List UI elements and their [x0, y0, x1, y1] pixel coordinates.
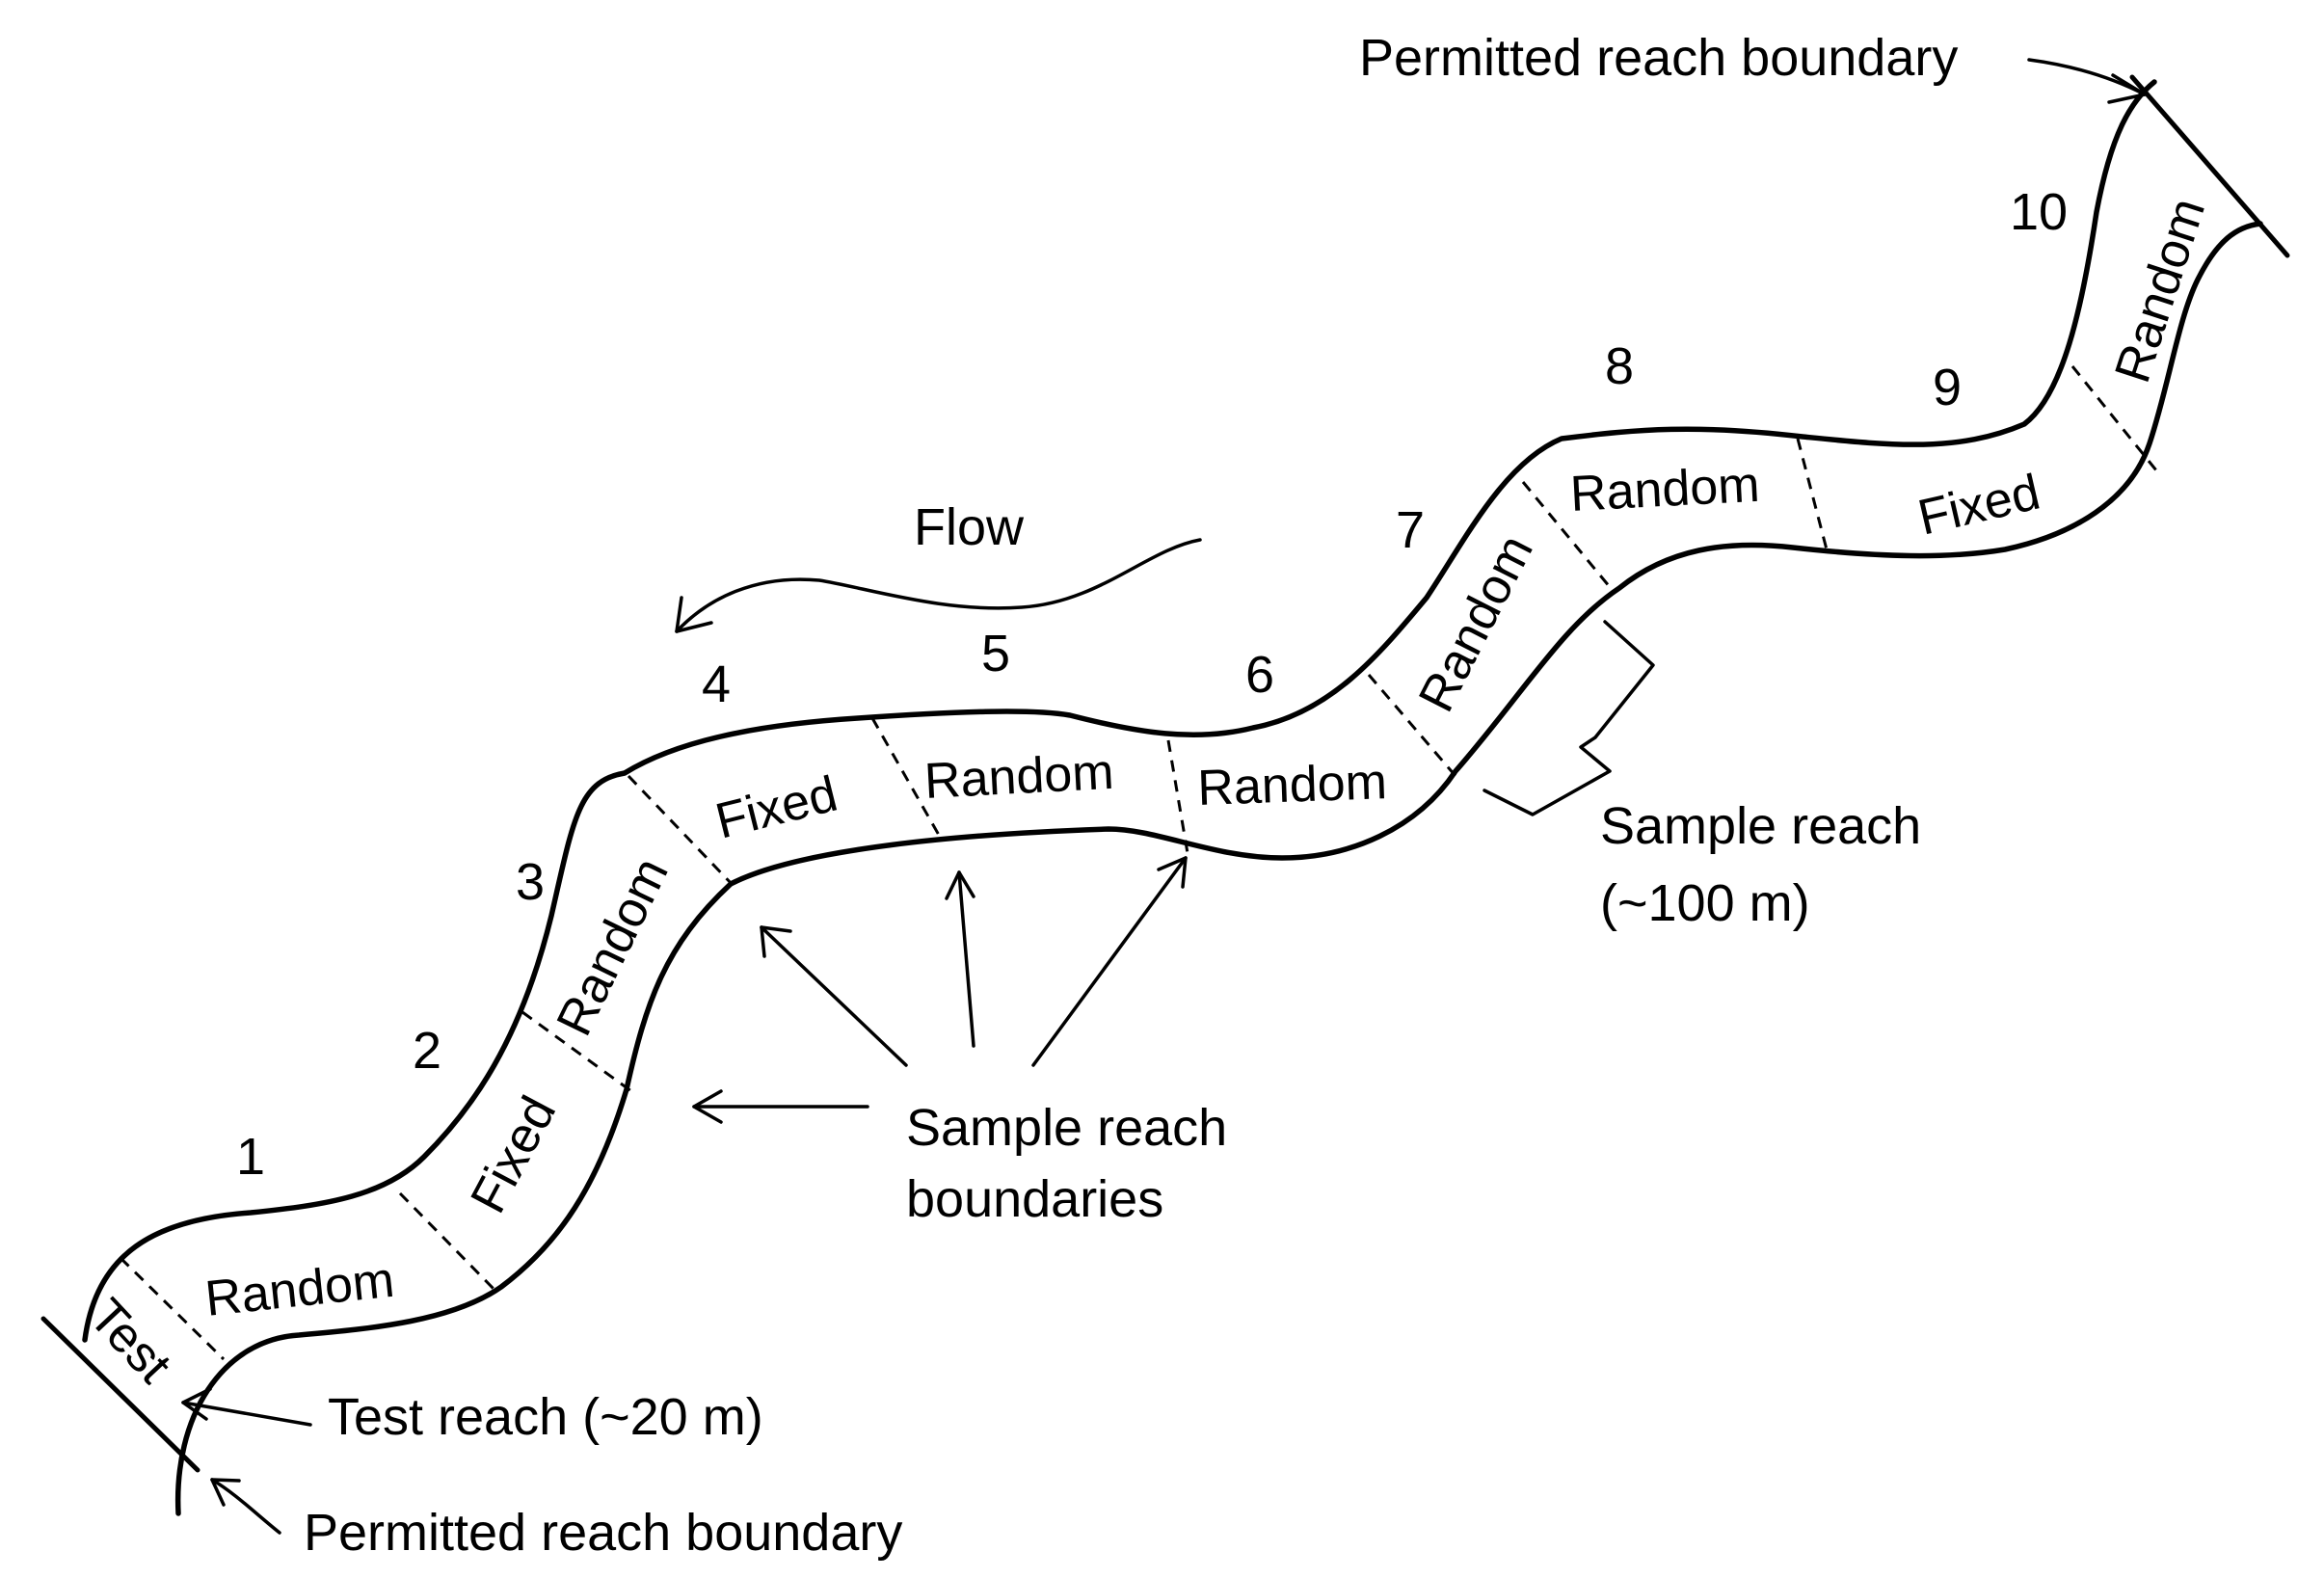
- segment-number-2: 2: [413, 1022, 441, 1080]
- permitted-boundary-top-arrow: [2027, 58, 2147, 96]
- test-reach-arrow: [181, 1401, 312, 1427]
- segment-number-5: 5: [981, 625, 1010, 682]
- boundaries-arrow-2: [760, 925, 908, 1067]
- permitted-boundary-line-top: [2129, 74, 2290, 258]
- boundaries-arrowhead-2: [760, 925, 792, 958]
- segment-number-9: 9: [1933, 359, 1962, 416]
- reach-label-9: Fixed: [1913, 465, 2045, 547]
- segment-number-1: 1: [236, 1128, 265, 1186]
- boundaries-arrowhead-1: [692, 1089, 723, 1124]
- river-lower-bank: [174, 221, 2263, 1516]
- reach-label-6: Random: [1196, 754, 1387, 816]
- segment-number-8: 8: [1605, 337, 1634, 395]
- reach-label-1: Random: [202, 1252, 397, 1327]
- segment-number-6: 6: [1245, 646, 1274, 704]
- boundaries-arrow-3: [957, 870, 975, 1048]
- reach-divider-7: [1367, 674, 1457, 777]
- boundaries-arrowhead-4: [1157, 856, 1188, 889]
- permitted-boundary-top-label: Permitted reach boundary: [1359, 29, 1958, 87]
- flow-arrow: [675, 538, 1202, 633]
- segment-number-3: 3: [516, 853, 545, 911]
- reach-label-8: Random: [1569, 457, 1761, 522]
- reach-label-3: Random: [547, 849, 680, 1044]
- sample-reach-label-line2: (~100 m): [1600, 874, 1810, 932]
- sample-reach-bracket: [1483, 620, 1655, 816]
- reach-label-2: Fixed: [460, 1087, 567, 1222]
- segment-number-10: 10: [2010, 183, 2068, 241]
- permitted-boundary-bottom-label: Permitted reach boundary: [304, 1504, 902, 1562]
- reach-divider-3: [521, 1010, 632, 1093]
- segment-number-4: 4: [702, 655, 731, 713]
- reach-divider-10: [2070, 365, 2158, 471]
- reach-divider-1: [119, 1256, 226, 1361]
- reach-divider-2: [398, 1191, 498, 1294]
- boundaries-arrow-4: [1031, 856, 1188, 1067]
- sample-reach-label-line1: Sample reach: [1600, 797, 1921, 855]
- reach-label-5: Random: [923, 744, 1115, 810]
- permitted-boundary-line-bottom: [40, 1316, 200, 1473]
- reach-label-7: Random: [1408, 526, 1544, 720]
- reach-label-4: Fixed: [710, 766, 842, 850]
- reach-divider-6: [1166, 739, 1189, 854]
- reach-divider-4: [627, 774, 735, 887]
- boundaries-arrowhead-3: [945, 870, 975, 900]
- test-reach-arrowhead: [181, 1387, 212, 1421]
- permitted-boundary-bottom-arrowhead: [210, 1478, 241, 1507]
- river-upper-bank: [82, 79, 2157, 1343]
- flow-label: Flow: [914, 498, 1025, 556]
- test-reach-label: Test reach (~20 m): [328, 1388, 763, 1446]
- reach-divider-9: [1796, 438, 1829, 550]
- reach-divider-8: [1521, 481, 1616, 594]
- permitted-boundary-top-arrowhead: [2107, 73, 2147, 104]
- reach-divider-5: [870, 717, 942, 838]
- permitted-boundary-bottom-arrow: [210, 1478, 281, 1535]
- flow-arrowhead: [675, 596, 713, 633]
- sample-reach-boundaries-line1: Sample reach: [906, 1099, 1227, 1157]
- sample-reach-boundaries-line2: boundaries: [906, 1170, 1163, 1228]
- segment-number-7: 7: [1396, 501, 1425, 559]
- reach-label-10: Random: [2104, 192, 2216, 389]
